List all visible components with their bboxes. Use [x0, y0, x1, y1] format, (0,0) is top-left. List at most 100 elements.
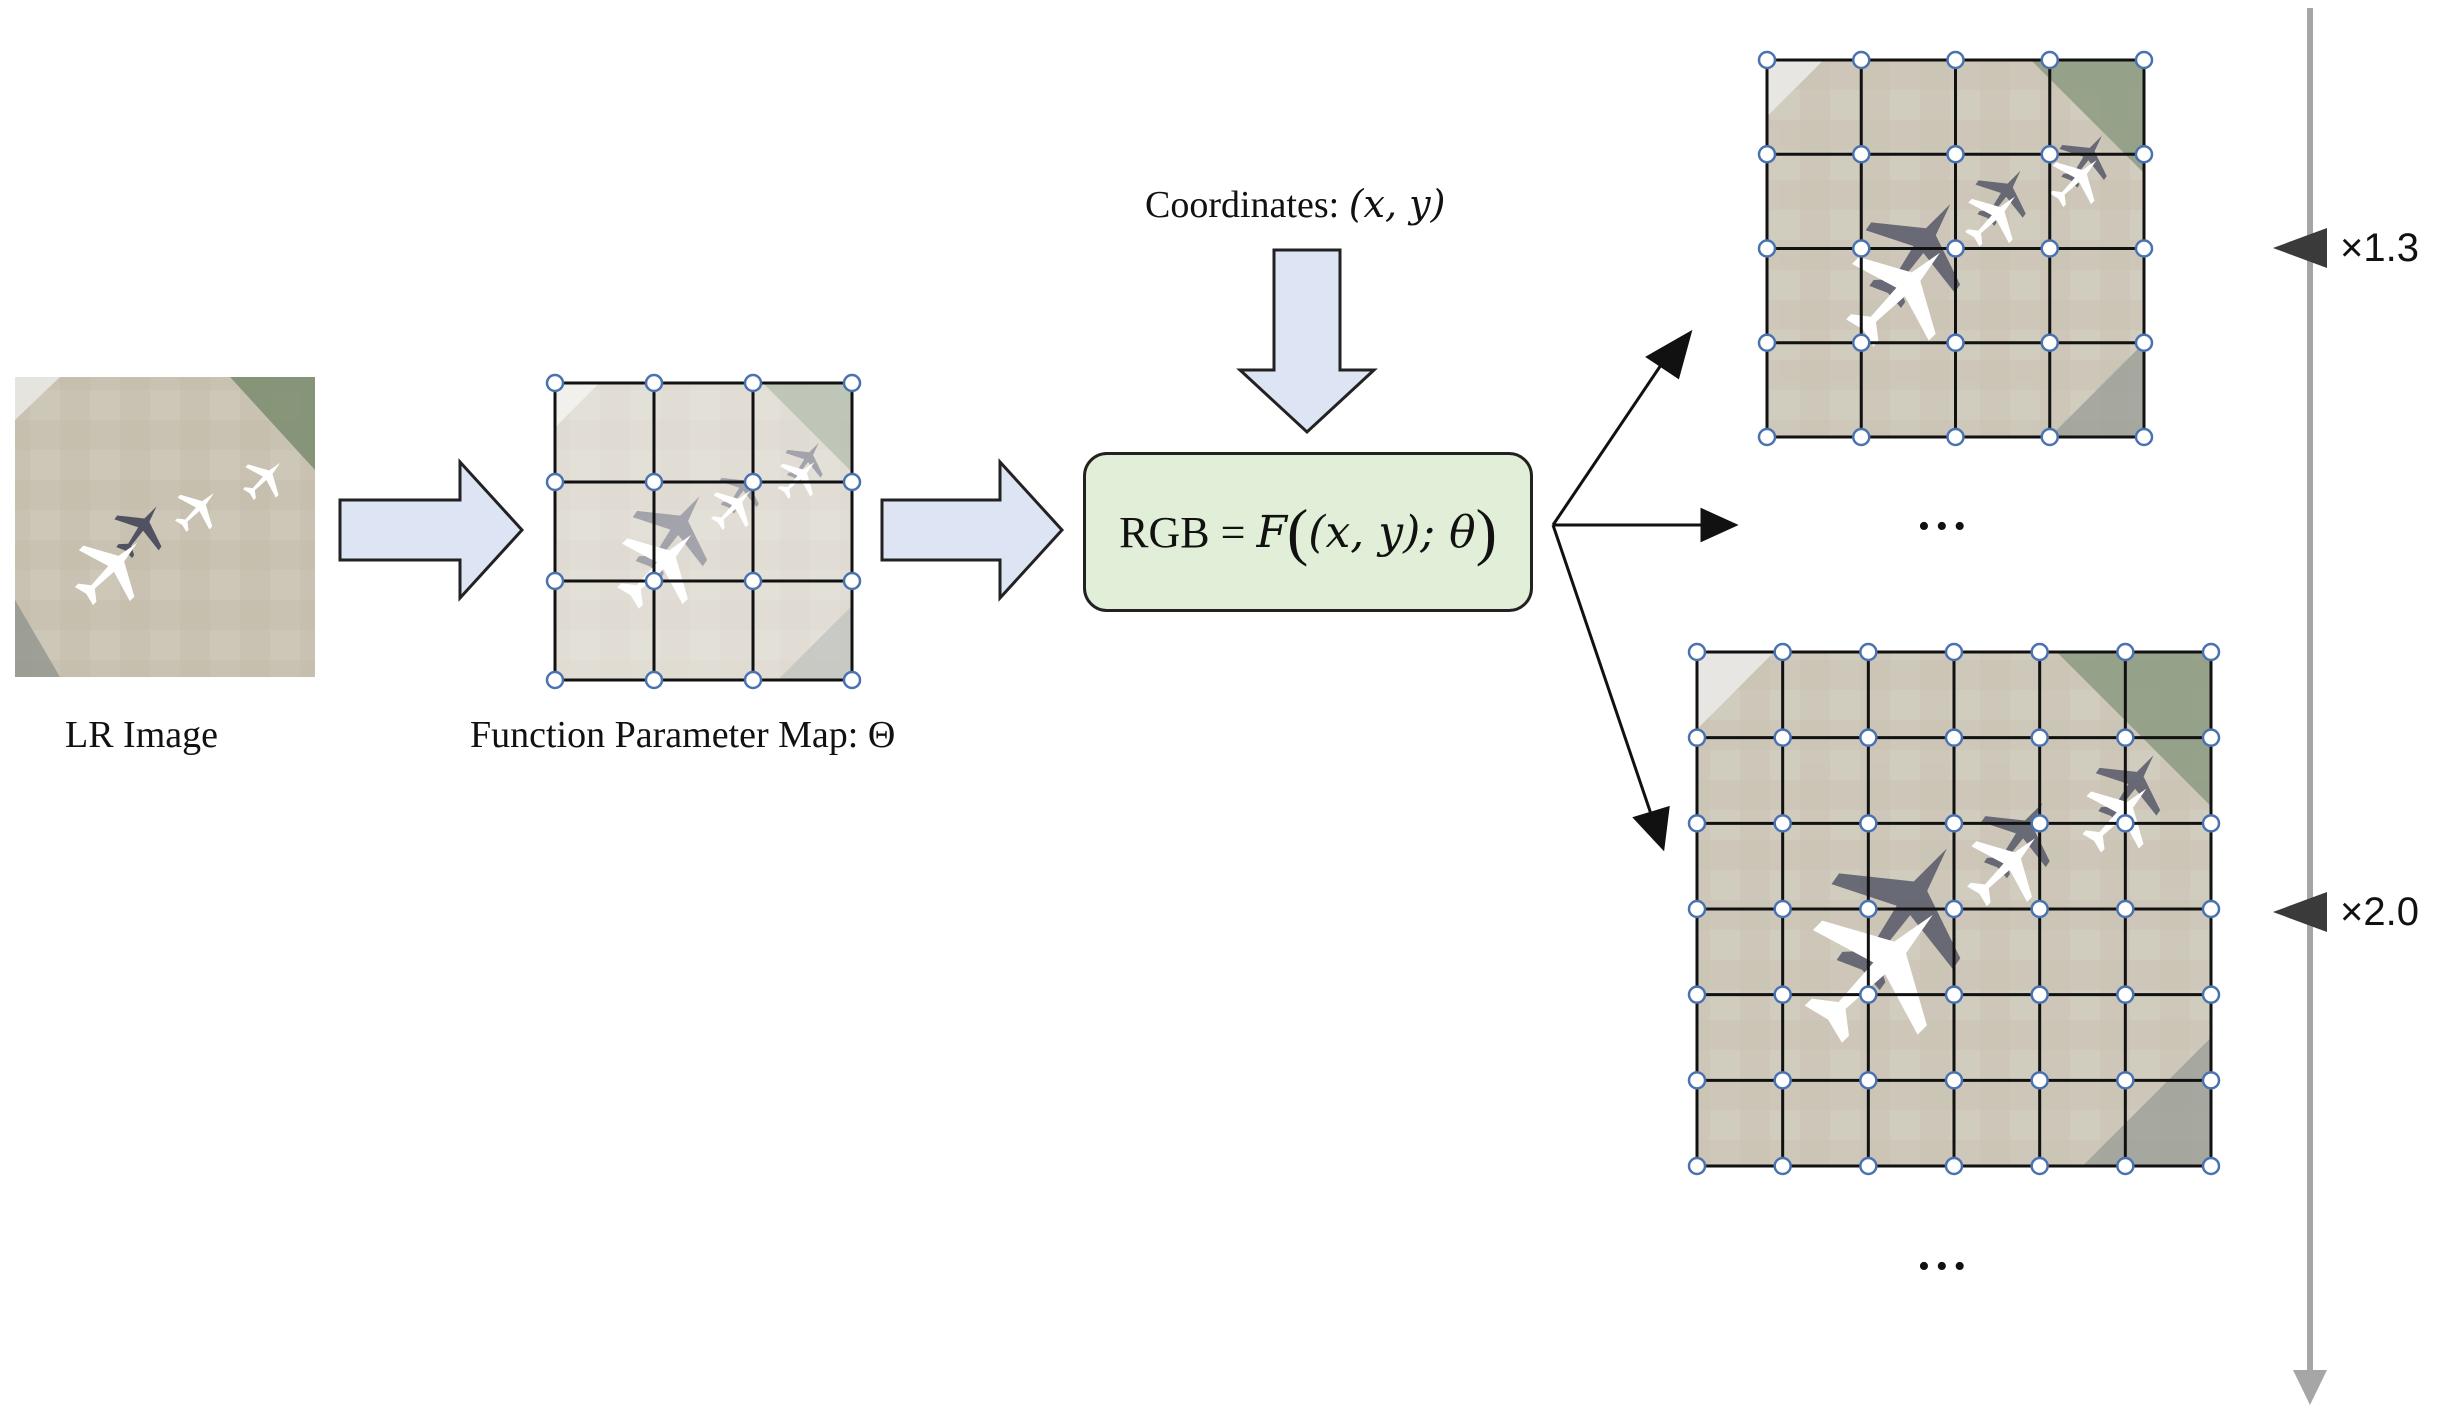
output-grid-small-node — [2040, 239, 2059, 258]
scale-label-1: ×1.3 — [2340, 226, 2419, 270]
formula-close-paren: ) — [1475, 496, 1497, 567]
parameter-map-grid-node — [644, 472, 664, 492]
formula-eq: = — [1209, 507, 1257, 557]
output-grid-small-node — [1757, 50, 1777, 70]
output-grid-small-node — [1852, 50, 1871, 70]
parameter-map-grid-node — [743, 571, 763, 591]
parameter-map-grid-node — [545, 373, 565, 393]
output-grid-large-node — [2116, 1071, 2135, 1090]
parameter-map-grid-image — [555, 383, 852, 680]
output-grid-large-node — [1687, 642, 1707, 662]
output-grid-large-node — [2030, 814, 2049, 833]
parameter-map-grid-node — [743, 670, 763, 690]
formula-func: F — [1256, 506, 1287, 558]
formula-box: RGB = F ( (x, y); θ ) — [1083, 452, 1533, 612]
output-grid-large-node — [2030, 642, 2049, 662]
parameter-map-grid-node — [545, 670, 565, 690]
output-grid-small-node — [1757, 333, 1777, 352]
block-arrow-down — [1236, 248, 1378, 435]
parameter-map-grid — [545, 373, 862, 690]
output-grid-large-node — [1944, 642, 1964, 662]
output-grid-large-node — [2030, 985, 2049, 1004]
output-grid-large-node — [1773, 899, 1792, 919]
scale-marker-1 — [2273, 228, 2327, 268]
output-arrows — [1551, 329, 1739, 852]
scale-marker-2 — [2273, 892, 2327, 932]
output-grid-small-node — [1852, 239, 1871, 258]
output-grid-small-node — [1852, 333, 1871, 352]
output-grid-large-node — [2201, 728, 2221, 747]
output-grid-small-node — [2134, 50, 2154, 70]
output-grid-large-node — [2201, 1156, 2221, 1176]
output-grid-large-node — [1859, 814, 1878, 833]
output-grid-small-node — [1852, 427, 1871, 447]
parameter-map-grid-node — [545, 571, 565, 591]
output-grid-small-node — [2134, 427, 2154, 447]
output-grid-large-node — [1773, 642, 1792, 662]
output-grid-small-node — [1946, 427, 1965, 447]
output-grid-large-node — [1687, 1071, 1707, 1090]
output-grid-large-node — [1944, 814, 1964, 833]
output-grid-small-node — [2040, 427, 2059, 447]
coordinates-math: (x, y) — [1348, 182, 1446, 226]
output-grid-large-node — [2030, 899, 2049, 919]
parameter-map-grid-node — [842, 373, 862, 393]
output-grid-small-node — [2040, 333, 2059, 352]
output-grid-small-node — [1946, 50, 1965, 70]
output-grid-small-node — [2040, 145, 2059, 164]
formula-inner: (x, y); θ — [1308, 506, 1476, 558]
output-grid-large-node — [1687, 728, 1707, 747]
output-grid-large-node — [2201, 899, 2221, 919]
output-grid-large-node — [1944, 1071, 1964, 1090]
output-grid-small-node — [1852, 145, 1871, 164]
parameter-map-grid-node — [842, 571, 862, 591]
output-grid-large-node — [1773, 985, 1792, 1004]
output-grid-large-node — [2030, 728, 2049, 747]
output-grid-large-node — [1859, 1156, 1878, 1176]
output-grid-large-node — [1773, 728, 1792, 747]
output-grid-large-node — [1687, 814, 1707, 833]
output-grid-large-node — [2030, 1156, 2049, 1176]
parameter-map-grid-node — [644, 571, 664, 591]
parameter-map-label: Function Parameter Map: Θ — [470, 714, 896, 756]
output-grid-large-node — [1859, 728, 1878, 747]
output-grid-small-node — [1757, 427, 1777, 447]
formula-open-paren: ( — [1286, 496, 1309, 567]
output-grid-small-node — [1946, 333, 1965, 352]
output-grid-small-node — [1946, 145, 1965, 164]
output-grid-large-node — [1687, 899, 1707, 919]
output-grid-large-node — [1687, 985, 1707, 1004]
lr-image-label: LR Image — [65, 714, 219, 756]
parameter-map-grid-node — [842, 472, 862, 492]
output-grid-large-node — [2030, 1071, 2049, 1090]
output-grid-large-node — [1773, 1156, 1792, 1176]
output-grid-small-node — [1757, 239, 1777, 258]
output-grid-large-node — [1944, 899, 1964, 919]
output-grid-large-node — [1944, 728, 1964, 747]
scale-label-2: ×2.0 — [2340, 890, 2419, 934]
output-grid-large-node — [1859, 1071, 1878, 1090]
scale-axis — [2293, 8, 2327, 1405]
output-grid-large-node — [2201, 814, 2221, 833]
output-grid-large-node — [1944, 985, 1964, 1004]
parameter-map-grid-node — [644, 373, 664, 393]
output-grid-small-node — [2040, 50, 2059, 70]
coordinates-label: Coordinates: (x, y) — [1145, 185, 1445, 224]
parameter-map-grid-node — [644, 670, 664, 690]
output-grid-large-node — [1944, 1156, 1964, 1176]
output-grid-large-node — [1859, 985, 1878, 1004]
output-grid-large-node — [2116, 728, 2135, 747]
output-grid-large-node — [2201, 985, 2221, 1004]
output-grid-large-node — [2201, 642, 2221, 662]
output-grid-large-node — [2116, 642, 2135, 662]
output-grid-large-node — [1859, 899, 1878, 919]
output-grid-large-node — [2116, 1156, 2135, 1176]
output-grid-large-node — [2116, 814, 2135, 833]
output-grid-small-node — [2134, 333, 2154, 352]
output-grid-large-node — [2116, 899, 2135, 919]
output-grid-small-node — [2134, 239, 2154, 258]
output-grid-large-node — [1859, 642, 1878, 662]
formula-lhs: RGB — [1119, 507, 1210, 557]
ellipsis-middle: ••• — [1918, 508, 1972, 545]
